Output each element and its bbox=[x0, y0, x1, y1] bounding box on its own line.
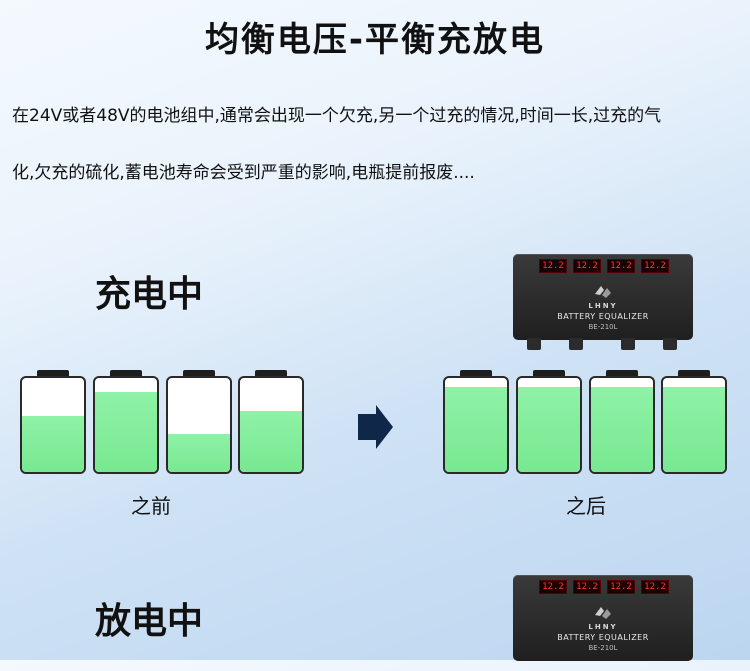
device-name: BATTERY EQUALIZER bbox=[557, 312, 649, 321]
device-displays: 12.2 12.2 12.2 12.2 bbox=[539, 580, 669, 594]
battery-body bbox=[589, 376, 655, 474]
device-model: BE-210L bbox=[588, 644, 618, 652]
right-arrow-icon bbox=[358, 405, 393, 449]
battery-cap bbox=[255, 370, 287, 378]
battery-cap bbox=[606, 370, 638, 378]
battery-icon bbox=[20, 370, 86, 474]
battery-icon bbox=[589, 370, 655, 474]
battery-fill bbox=[663, 387, 725, 472]
device-terminal bbox=[569, 338, 583, 350]
battery-cap bbox=[460, 370, 492, 378]
voltage-display: 12.2 bbox=[539, 580, 567, 594]
battery-body bbox=[516, 376, 582, 474]
battery-icon bbox=[166, 370, 232, 474]
battery-icon bbox=[516, 370, 582, 474]
battery-body bbox=[238, 376, 304, 474]
lhny-logo-icon bbox=[595, 607, 611, 619]
battery-body bbox=[20, 376, 86, 474]
intro-paragraph: 在24V或者48V的电池组中,通常会出现一个欠充,另一个过充的情况,时间一长,过… bbox=[12, 88, 742, 202]
battery-fill bbox=[591, 387, 653, 472]
before-caption: 之前 bbox=[131, 494, 171, 518]
voltage-display: 12.2 bbox=[641, 259, 669, 273]
after-caption: 之后 bbox=[566, 494, 606, 518]
device-model: BE-210L bbox=[588, 323, 618, 331]
battery-equalizer-device: 12.2 12.2 12.2 12.2 LHNY BATTERY EQUALIZ… bbox=[513, 575, 693, 671]
battery-cap bbox=[183, 370, 215, 378]
battery-icon bbox=[661, 370, 727, 474]
battery-fill bbox=[22, 415, 84, 472]
battery-body bbox=[661, 376, 727, 474]
charging-label: 充电中 bbox=[95, 274, 204, 315]
battery-body bbox=[166, 376, 232, 474]
voltage-display: 12.2 bbox=[573, 259, 601, 273]
device-brand: LHNY bbox=[588, 623, 618, 631]
battery-fill bbox=[95, 392, 157, 472]
battery-body bbox=[443, 376, 509, 474]
voltage-display: 12.2 bbox=[539, 259, 567, 273]
battery-fill bbox=[445, 387, 507, 472]
page-title: 均衡电压-平衡充放电 bbox=[204, 20, 546, 60]
battery-fill bbox=[168, 434, 230, 472]
device-body: 12.2 12.2 12.2 12.2 LHNY BATTERY EQUALIZ… bbox=[513, 575, 693, 661]
voltage-display: 12.2 bbox=[573, 580, 601, 594]
discharging-label: 放电中 bbox=[95, 601, 204, 642]
device-terminal bbox=[527, 338, 541, 350]
battery-equalizer-device: 12.2 12.2 12.2 12.2 LHNY BATTERY EQUALIZ… bbox=[513, 254, 693, 350]
voltage-display: 12.2 bbox=[607, 259, 635, 273]
battery-cap bbox=[37, 370, 69, 378]
device-brand: LHNY bbox=[588, 302, 618, 310]
device-displays: 12.2 12.2 12.2 12.2 bbox=[539, 259, 669, 273]
voltage-display: 12.2 bbox=[607, 580, 635, 594]
battery-icon bbox=[238, 370, 304, 474]
intro-line-1: 在24V或者48V的电池组中,通常会出现一个欠充,另一个过充的情况,时间一长,过… bbox=[12, 106, 662, 126]
device-terminal bbox=[663, 338, 677, 350]
battery-fill bbox=[518, 387, 580, 472]
device-body: 12.2 12.2 12.2 12.2 LHNY BATTERY EQUALIZ… bbox=[513, 254, 693, 340]
device-name: BATTERY EQUALIZER bbox=[557, 633, 649, 642]
voltage-display: 12.2 bbox=[641, 580, 669, 594]
lhny-logo-icon bbox=[595, 286, 611, 298]
battery-body bbox=[93, 376, 159, 474]
battery-icon bbox=[443, 370, 509, 474]
battery-cap bbox=[110, 370, 142, 378]
battery-icon bbox=[93, 370, 159, 474]
battery-cap bbox=[678, 370, 710, 378]
device-terminal bbox=[621, 338, 635, 350]
battery-fill bbox=[240, 410, 302, 472]
battery-cap bbox=[533, 370, 565, 378]
intro-line-2: 化,欠充的硫化,蓄电池寿命会受到严重的影响,电瓶提前报废.... bbox=[12, 163, 475, 183]
